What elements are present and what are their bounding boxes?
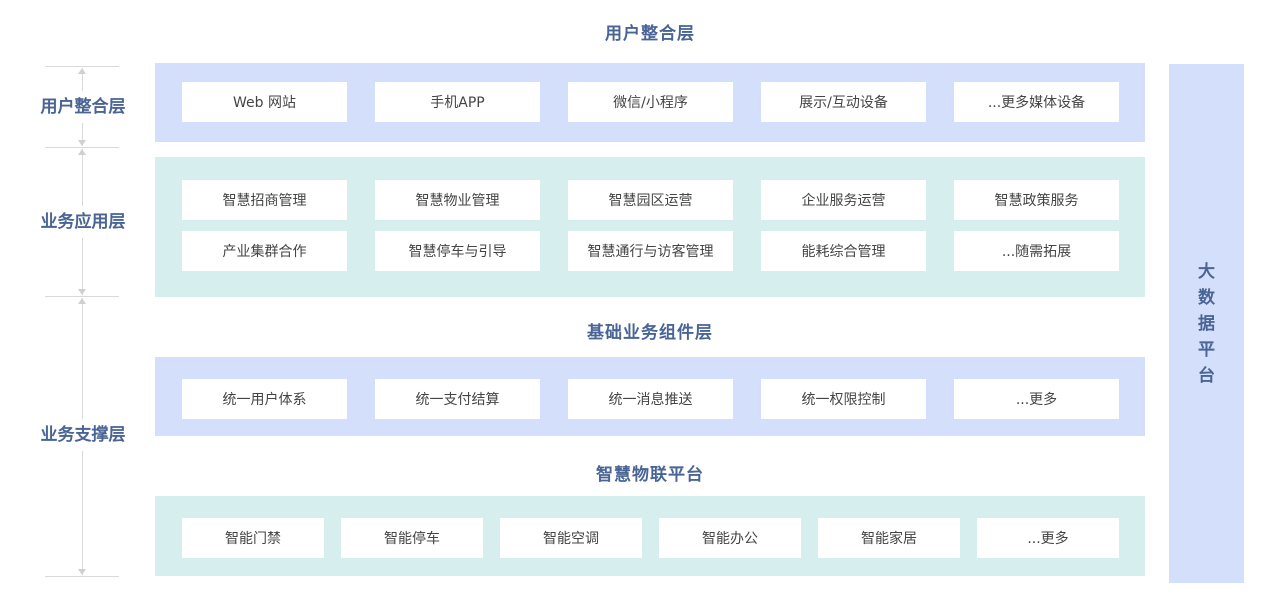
business-app-item: 智慧政策服务 — [954, 180, 1119, 220]
base-component-item: 统一支付结算 — [375, 379, 540, 419]
user-layer-row: Web 网站 手机APP 微信/小程序 展示/互动设备 ...更多媒体设备 — [182, 82, 1119, 122]
iot-item: 智能办公 — [659, 518, 801, 558]
platform-label-char: 据 — [1198, 313, 1215, 334]
base-component-item: 统一权限控制 — [761, 379, 926, 419]
business-app-row-1: 智慧招商管理 智慧物业管理 智慧园区运营 企业服务运营 智慧政策服务 — [182, 180, 1119, 220]
business-app-item: 企业服务运营 — [761, 180, 926, 220]
business-app-item: 智慧园区运营 — [568, 180, 733, 220]
iot-item: 智能空调 — [500, 518, 642, 558]
platform-label-char: 台 — [1198, 365, 1215, 386]
iot-platform-heading: 智慧物联平台 — [596, 465, 704, 485]
divider-line — [45, 296, 119, 297]
platform-label-char: 平 — [1198, 339, 1215, 360]
divider-line — [45, 576, 119, 577]
arrow-up-icon — [78, 298, 86, 304]
business-app-item: ...随需拓展 — [954, 231, 1119, 271]
user-layer-item: 微信/小程序 — [568, 82, 733, 122]
side-label-business-support: 业务支撑层 — [28, 419, 138, 451]
business-app-item: 智慧物业管理 — [375, 180, 540, 220]
platform-label-char: 大 — [1198, 261, 1215, 282]
base-component-item: 统一用户体系 — [182, 379, 347, 419]
arrow-up-icon — [78, 149, 86, 155]
big-data-platform: 大 数 据 平 台 — [1169, 64, 1244, 583]
user-layer-panel: Web 网站 手机APP 微信/小程序 展示/互动设备 ...更多媒体设备 — [155, 63, 1145, 142]
base-component-item: ...更多 — [954, 379, 1119, 419]
platform-label-char: 数 — [1198, 287, 1215, 308]
base-components-heading: 基础业务组件层 — [587, 323, 713, 343]
side-label-business-app: 业务应用层 — [28, 206, 138, 238]
business-app-item: 产业集群合作 — [182, 231, 347, 271]
iot-row: 智能门禁 智能停车 智能空调 智能办公 智能家居 ...更多 — [182, 518, 1119, 558]
business-app-item: 能耗综合管理 — [761, 231, 926, 271]
user-layer-item: ...更多媒体设备 — [954, 82, 1119, 122]
user-layer-item: 手机APP — [375, 82, 540, 122]
base-components-row: 统一用户体系 统一支付结算 统一消息推送 统一权限控制 ...更多 — [182, 379, 1119, 419]
iot-item: 智能家居 — [818, 518, 960, 558]
iot-item: 智能停车 — [341, 518, 483, 558]
arrow-down-icon — [78, 289, 86, 295]
base-components-panel: 统一用户体系 统一支付结算 统一消息推送 统一权限控制 ...更多 — [155, 357, 1145, 436]
base-component-item: 统一消息推送 — [568, 379, 733, 419]
business-app-row-2: 产业集群合作 智慧停车与引导 智慧通行与访客管理 能耗综合管理 ...随需拓展 — [182, 231, 1119, 271]
divider-line — [45, 66, 119, 67]
arrow-down-icon — [78, 140, 86, 146]
user-layer-item: 展示/互动设备 — [761, 82, 926, 122]
business-app-panel: 智慧招商管理 智慧物业管理 智慧园区运营 企业服务运营 智慧政策服务 产业集群合… — [155, 157, 1145, 297]
side-label-user: 用户整合层 — [28, 91, 138, 123]
iot-platform-panel: 智能门禁 智能停车 智能空调 智能办公 智能家居 ...更多 — [155, 496, 1145, 576]
divider-line — [45, 147, 119, 148]
iot-item: 智能门禁 — [182, 518, 324, 558]
business-app-item: 智慧招商管理 — [182, 180, 347, 220]
arrow-down-icon — [78, 569, 86, 575]
arrow-up-icon — [78, 68, 86, 74]
user-layer-heading: 用户整合层 — [605, 24, 695, 44]
user-layer-item: Web 网站 — [182, 82, 347, 122]
iot-item: ...更多 — [977, 518, 1119, 558]
business-app-item: 智慧通行与访客管理 — [568, 231, 733, 271]
business-app-item: 智慧停车与引导 — [375, 231, 540, 271]
